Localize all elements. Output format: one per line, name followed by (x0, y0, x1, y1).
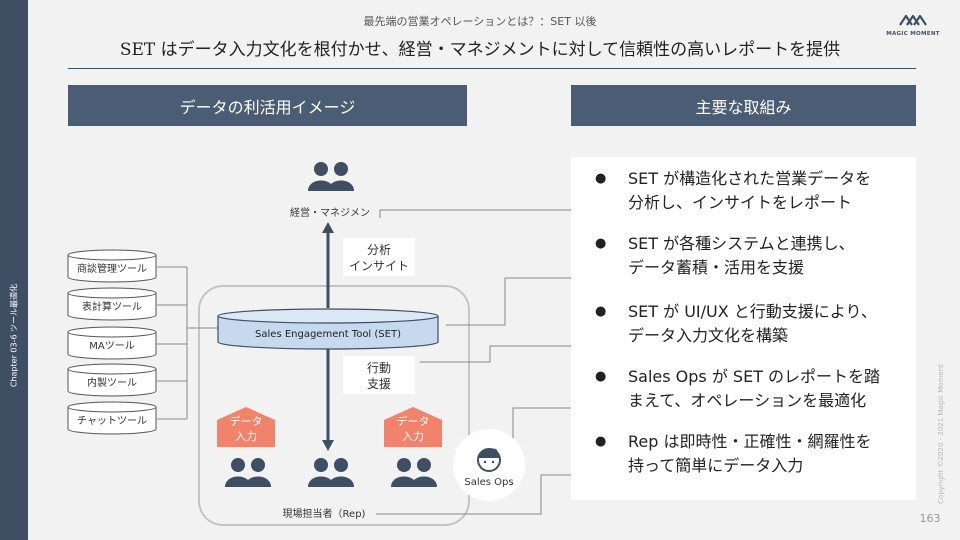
sidebar-band (0, 0, 28, 540)
analysis-label-box (343, 238, 415, 276)
sales-ops-label: Sales Ops (464, 477, 513, 488)
sales-ops-face-icon (477, 448, 501, 472)
data-input-left-line1: データ (230, 414, 263, 428)
rep-people-icon-center (308, 458, 354, 487)
tool-label-inhouse: 内製ツール (87, 376, 137, 389)
analysis-label-line2: インサイト (349, 259, 409, 273)
initiative-line: SET が構造化された営業データを (628, 169, 872, 188)
tool-cylinder-inhouse: 内製ツール (67, 363, 157, 397)
data-input-left-line2: 入力 (235, 430, 257, 443)
initiative-item: ● SET が各種システムと連携し、データ蓄積・活用を支援 (595, 232, 908, 280)
tool-cylinder-ma: MAツール (67, 326, 157, 360)
tool-connectors (157, 266, 218, 420)
initiative-connectors (376, 209, 571, 515)
support-label-box (343, 356, 415, 394)
initiatives-panel: ● SET が構造化された営業データを分析し、インサイトをレポート ● SET … (571, 157, 916, 500)
tool-cylinders: 商談管理ツール 表計算ツール MAツール 内製ツール チャットツール (67, 249, 157, 435)
initiative-line: 分析し、インサイトをレポート (628, 193, 853, 212)
set-label: Sales Engagement Tool (SET) (255, 329, 401, 340)
initiative-line: Rep は即時性・正確性・網羅性を (628, 432, 872, 451)
tool-cylinder-chat: チャットツール (67, 401, 157, 435)
initiative-line: まえて、オペレーションを最適化 (628, 391, 867, 410)
tool-label-chat: チャットツール (77, 415, 147, 427)
bullet-dot: ● (595, 369, 607, 384)
analysis-label-line1: 分析 (367, 243, 391, 257)
bullet-dot: ● (595, 434, 607, 449)
initiative-line: SET が各種システムと連携し、 (628, 234, 855, 253)
initiative-line: データ入力文化を構築 (628, 326, 789, 345)
rep-group-frame (198, 285, 470, 526)
bullet-dot: ● (595, 171, 607, 186)
bullet-dot: ● (595, 304, 607, 319)
rep-people-icon-left (225, 458, 271, 487)
rep-people-icons (225, 458, 437, 487)
section-header-data-usage: データの利活用イメージ (68, 85, 467, 126)
data-input-right-line1: データ (397, 414, 430, 428)
title-divider (68, 68, 916, 69)
page-title: SET はデータ入力文化を根付かせ、経営・マネジメントに対して信頼性の高いレポー… (119, 40, 841, 60)
logo-text: MAGIC MOMENT (886, 31, 940, 37)
brand-logo: MAGIC MOMENT (886, 12, 940, 37)
tool-cylinder-spreadsheet: 表計算ツール (67, 287, 157, 321)
initiative-line: SET が UI/UX と行動支援により、 (628, 302, 877, 321)
initiative-line: データ蓄積・活用を支援 (628, 258, 805, 277)
tool-label-deals: 商談管理ツール (77, 262, 147, 275)
initiative-item: ● Rep は即時性・正確性・網羅性を持って簡単にデータ入力 (595, 430, 908, 478)
set-cylinder (217, 308, 439, 350)
rep-label: 現場担当者（Rep) (283, 507, 366, 520)
copyright-notice: Copyright ©2020 - 2021 Magic Moment (937, 364, 945, 504)
support-label-line2: 支援 (367, 377, 391, 391)
data-input-callout-left: データ 入力 (217, 407, 275, 447)
sales-ops-badge: Sales Ops (453, 429, 525, 501)
support-label-line1: 行動 (367, 361, 391, 375)
analysis-arrow-head (322, 222, 334, 233)
section-header-initiatives: 主要な取組み (571, 85, 916, 126)
support-arrow-head (322, 440, 334, 451)
data-input-callout-right: データ 入力 (384, 407, 442, 447)
tool-label-spreadsheet: 表計算ツール (82, 300, 142, 313)
logo-mark-icon (899, 14, 927, 26)
initiative-item: ● SET が構造化された営業データを分析し、インサイトをレポート (595, 167, 908, 215)
page-subtitle: 最先端の営業オペレーションとは？：SET 以後 (363, 15, 597, 28)
tool-cylinder-deals: 商談管理ツール (67, 249, 157, 283)
initiative-line: 持って簡単にデータ入力 (628, 456, 804, 475)
initiative-line: Sales Ops が SET のレポートを踏 (628, 367, 881, 386)
management-people-icon (308, 162, 354, 191)
rep-people-icon-right (391, 458, 437, 487)
management-label: 経営・マネジメン (290, 206, 370, 219)
tool-label-ma: MAツール (89, 341, 134, 352)
bullet-dot: ● (595, 236, 607, 251)
initiative-item: ● Sales Ops が SET のレポートを踏まえて、オペレーションを最適化 (595, 365, 908, 413)
data-input-right-line2: 入力 (402, 430, 424, 443)
initiative-item: ● SET が UI/UX と行動支援により、データ入力文化を構築 (595, 300, 908, 348)
page-number: 163 (919, 512, 941, 525)
